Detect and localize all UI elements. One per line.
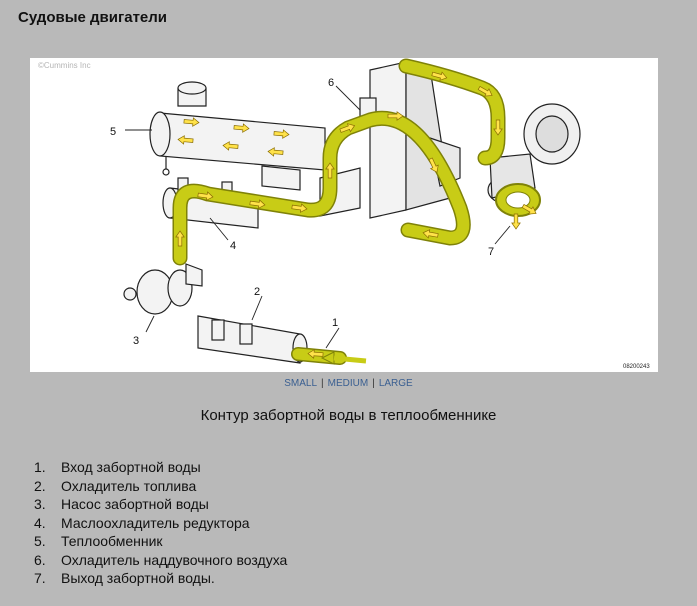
figure-code: 08200243 bbox=[623, 364, 650, 370]
callout-2: 2 bbox=[254, 286, 260, 298]
image-size-links: SMALL|MEDIUM|LARGE bbox=[0, 378, 697, 389]
sea-water-pump bbox=[123, 263, 203, 315]
callout-5: 5 bbox=[110, 126, 116, 138]
size-medium-link[interactable]: MEDIUM bbox=[327, 378, 369, 389]
legend-item: 7.Выход забортной воды. bbox=[34, 570, 215, 586]
legend-item: 6.Охладитель наддувочного воздуха bbox=[34, 551, 288, 568]
size-link-separator: | bbox=[372, 378, 375, 389]
size-large-link[interactable]: LARGE bbox=[378, 378, 413, 389]
callout-3: 3 bbox=[133, 335, 139, 347]
callout-7: 7 bbox=[488, 246, 494, 258]
fuel-cooler bbox=[197, 315, 308, 364]
callout-leaders bbox=[125, 85, 511, 349]
legend-item: 2.Охладитель топлива bbox=[34, 477, 197, 494]
cooling-circuit-diagram: ©Cummins Inc bbox=[30, 58, 658, 372]
component-legend: 1.Вход забортной воды 2.Охладитель топли… bbox=[34, 458, 287, 588]
callout-6: 6 bbox=[328, 77, 334, 89]
copyright-text: ©Cummins Inc bbox=[38, 61, 91, 70]
heat-exchanger bbox=[149, 81, 326, 191]
legend-item: 4.Маслоохладитель редуктора bbox=[34, 514, 250, 531]
legend-item: 3.Насос забортной воды bbox=[34, 496, 209, 512]
sea-water-inlet-arrow bbox=[320, 351, 367, 365]
callout-numbers: 1 2 3 4 5 6 7 bbox=[110, 77, 494, 347]
legend-item: 1.Вход забортной воды bbox=[34, 459, 201, 475]
page-title: Судовые двигатели bbox=[18, 9, 168, 26]
figure-caption: Контур забортной воды в теплообменнике bbox=[200, 407, 497, 424]
size-small-link[interactable]: SMALL bbox=[284, 378, 318, 389]
legend-item: 5.Теплообменник bbox=[34, 533, 163, 549]
callout-4: 4 bbox=[230, 240, 236, 252]
size-link-separator: | bbox=[321, 378, 324, 389]
callout-1: 1 bbox=[332, 317, 338, 329]
